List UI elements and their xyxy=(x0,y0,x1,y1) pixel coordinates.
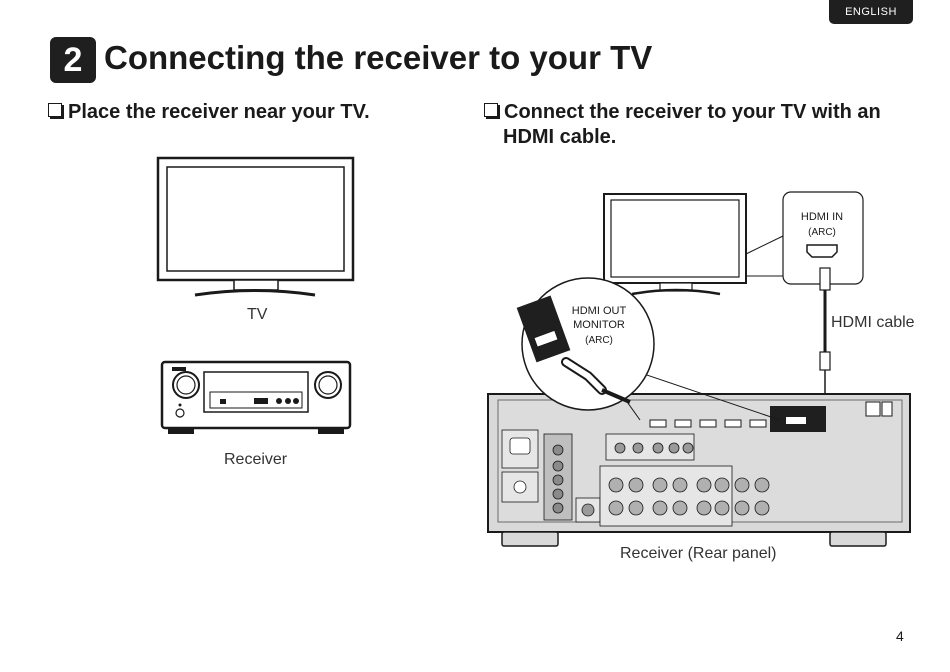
receiver-caption: Receiver xyxy=(224,451,288,468)
hdmi-out-zoom-callout xyxy=(516,277,655,411)
checkbox-bullet-icon xyxy=(48,103,62,117)
hdmi-in-label: HDMI IN xyxy=(800,211,844,223)
right-heading-line1: Connect the receiver to your TV with an xyxy=(504,101,881,123)
page-title: Connecting the receiver to your TV xyxy=(104,39,653,76)
right-section-heading: Connect the receiver to your TV with an … xyxy=(484,100,881,150)
tv-caption: TV xyxy=(247,306,268,323)
rear-panel-caption: Receiver (Rear panel) xyxy=(620,545,777,562)
step-number-badge: 2 xyxy=(50,37,96,83)
language-tab: ENGLISH xyxy=(829,0,913,24)
left-section-heading: Place the receiver near your TV. xyxy=(48,100,370,125)
tv-illustration xyxy=(156,156,355,297)
checkbox-bullet-icon xyxy=(484,103,498,117)
rear-panel-illustration xyxy=(487,393,911,547)
hdmi-out-monitor-label: MONITOR xyxy=(573,319,625,331)
hdmi-cable-caption: HDMI cable xyxy=(831,314,915,331)
page-number: 4 xyxy=(896,628,904,644)
hdmi-out-arc-label: (ARC) xyxy=(585,335,613,346)
hdmi-out-label: HDMI OUT xyxy=(571,305,627,317)
receiver-illustration xyxy=(160,360,352,434)
connection-diagram xyxy=(487,191,911,547)
hdmi-in-arc-label: (ARC) xyxy=(808,227,836,238)
right-heading-line2: HDMI cable. xyxy=(503,126,617,148)
tv-small-illustration xyxy=(603,193,747,296)
left-heading-text: Place the receiver near your TV. xyxy=(68,101,370,123)
hdmi-port-icon xyxy=(806,244,838,258)
